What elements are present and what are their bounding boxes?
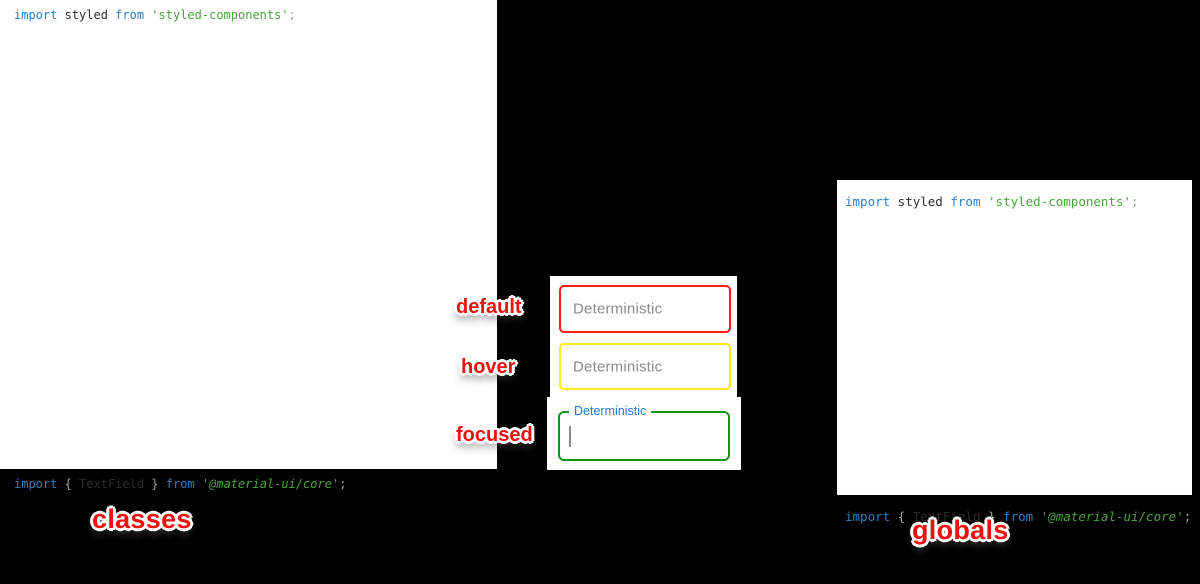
textfield-default[interactable]: Deterministic bbox=[559, 285, 731, 333]
code-snippet-classes: import styled from 'styled-components';i… bbox=[0, 0, 497, 491]
textfield-focused-legend: Deterministic bbox=[569, 404, 652, 418]
code-snippet-globals: import styled from 'styled-components';i… bbox=[837, 180, 1192, 524]
annotation-hover: hover bbox=[461, 356, 516, 378]
annotation-classes: classes bbox=[92, 504, 192, 534]
textfield-hover[interactable]: Deterministic bbox=[559, 343, 731, 390]
annotation-globals: globals bbox=[912, 515, 1009, 545]
textfield-default-label: Deterministic bbox=[573, 300, 663, 318]
textfield-hover-label: Deterministic bbox=[573, 358, 663, 375]
annotation-focused: focused bbox=[456, 424, 533, 446]
annotation-default: default bbox=[456, 296, 522, 318]
textfield-focused[interactable]: Deterministic bbox=[558, 404, 730, 461]
text-caret bbox=[569, 426, 571, 447]
